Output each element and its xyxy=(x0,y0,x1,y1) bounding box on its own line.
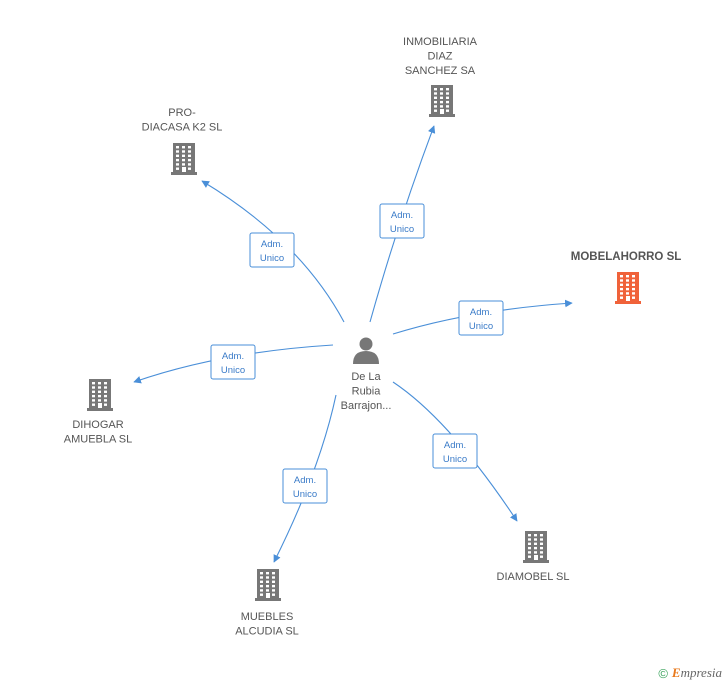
role-badge-muebles-alcudia[interactable]: Adm. Unico xyxy=(282,468,328,504)
company-label-pro-diacasa-k2[interactable]: PRO-DIACASA K2 SL xyxy=(142,107,223,134)
role-text: Unico xyxy=(390,224,414,235)
company-label-diamobel[interactable]: DIAMOBEL SL xyxy=(497,571,570,583)
role-text: Unico xyxy=(293,489,317,500)
building-icon[interactable] xyxy=(523,531,549,563)
role-text: Adm. xyxy=(261,239,283,250)
company-label-mobelahorro[interactable]: MOBELAHORRO SL xyxy=(571,251,682,263)
role-text: Adm. xyxy=(444,440,466,451)
role-text: Unico xyxy=(221,365,245,376)
empresia-logo: Empresia xyxy=(671,665,722,680)
role-text: Unico xyxy=(469,321,493,332)
role-badge-pro-diacasa-k2[interactable]: Adm. Unico xyxy=(249,232,295,268)
building-icon[interactable] xyxy=(255,569,281,601)
building-icon[interactable] xyxy=(615,272,641,304)
role-badge-mobelahorro[interactable]: Adm. Unico xyxy=(458,300,504,336)
role-text: Adm. xyxy=(222,351,244,362)
building-icon[interactable] xyxy=(171,143,197,175)
role-text: Adm. xyxy=(391,210,413,221)
role-badge-inmobiliaria-diaz-sanchez[interactable]: Adm. Unico xyxy=(379,203,425,239)
role-badge-dihogar-amuebla[interactable]: Adm. Unico xyxy=(210,344,256,380)
person-icon[interactable] xyxy=(353,337,379,365)
role-badge-diamobel[interactable]: Adm. Unico xyxy=(432,433,478,469)
role-text: Unico xyxy=(260,253,284,264)
role-text: Adm. xyxy=(470,307,492,318)
role-text: Unico xyxy=(443,454,467,465)
copyright-footer: © Empresia xyxy=(658,665,722,681)
building-icon[interactable] xyxy=(87,379,113,411)
building-icon[interactable] xyxy=(429,85,455,117)
role-text: Adm. xyxy=(294,475,316,486)
copyright-icon: © xyxy=(658,665,668,681)
